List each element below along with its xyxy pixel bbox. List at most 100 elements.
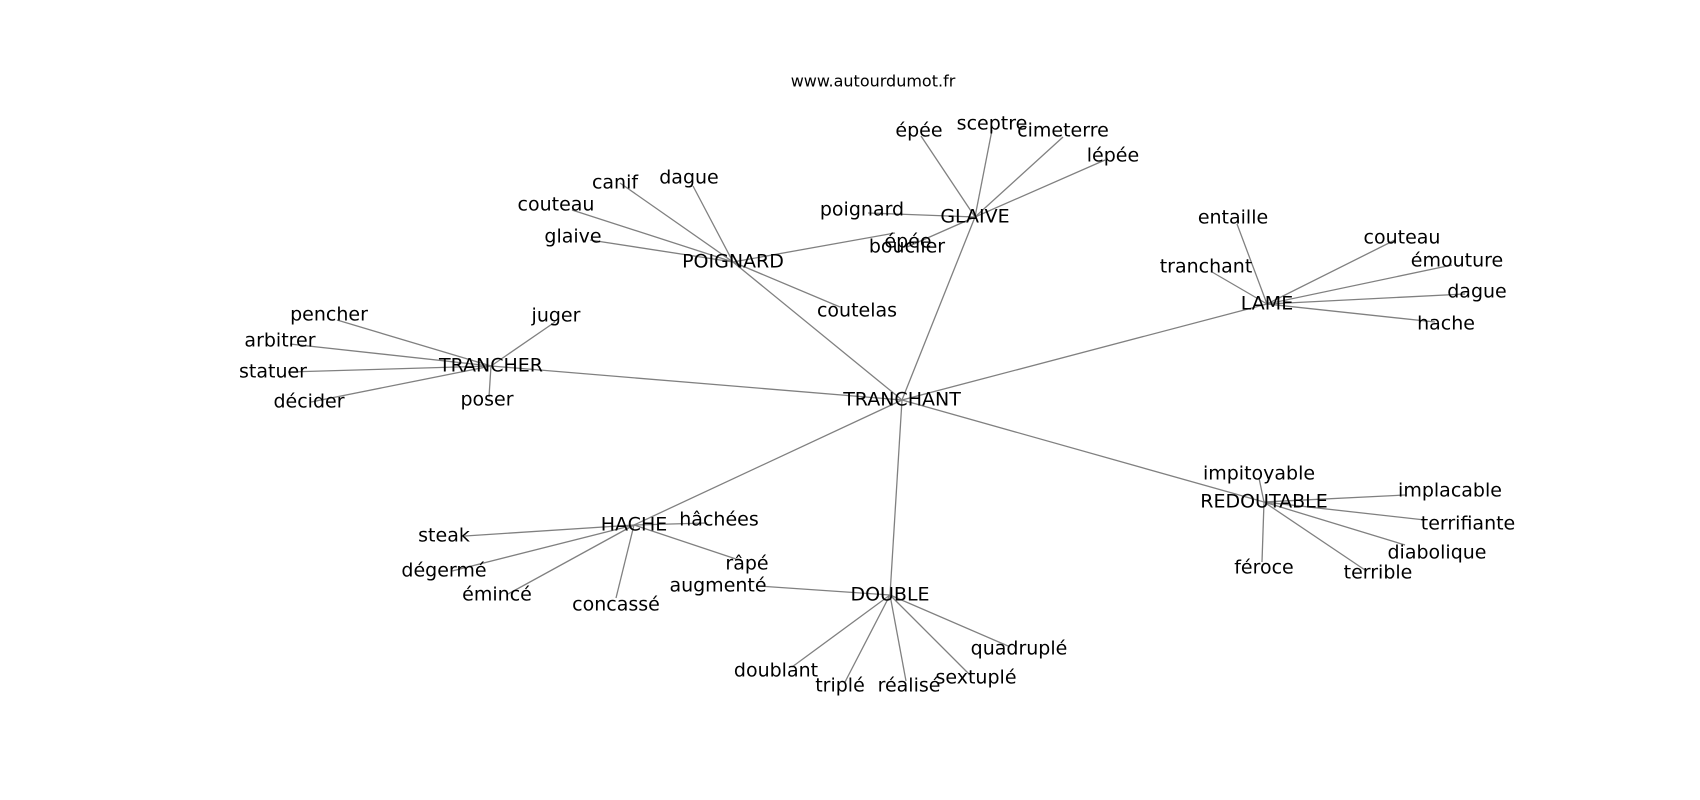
edge-redoutable_c-r_feroce xyxy=(1261,501,1265,563)
node-h_rape[interactable]: râpé xyxy=(725,553,768,575)
node-l_hache[interactable]: hache xyxy=(1417,313,1475,335)
node-trancher_c[interactable]: TRANCHER xyxy=(438,355,543,377)
node-d_quadruple[interactable]: quadruplé xyxy=(971,638,1068,660)
node-g_lepee[interactable]: lépée xyxy=(1087,145,1139,167)
edge-lame_c-l_tranchant xyxy=(1211,271,1268,305)
node-g_sceptre[interactable]: sceptre xyxy=(957,113,1028,135)
edge-hache_c-h_hachees xyxy=(633,522,708,526)
node-poignard_c[interactable]: POIGNARD xyxy=(682,251,784,273)
node-p_dague[interactable]: dague xyxy=(659,167,719,189)
node-glaive_c[interactable]: GLAIVE xyxy=(940,206,1009,228)
node-l_entaille[interactable]: entaille xyxy=(1198,207,1268,229)
graph-edges xyxy=(287,129,1466,683)
edge-tranchant_c-double_c xyxy=(889,399,903,596)
node-h_concasse[interactable]: concassé xyxy=(572,594,660,616)
node-hache_c[interactable]: HACHE xyxy=(601,514,668,536)
edge-glaive_c-g_lepee xyxy=(974,159,1106,218)
edge-tranchant_c-lame_c xyxy=(901,303,1268,401)
edge-tranchant_c-trancher_c xyxy=(490,365,903,401)
edge-tranchant_c-redoutable_c xyxy=(901,399,1265,503)
node-double_c[interactable]: DOUBLE xyxy=(850,584,929,606)
node-t_juger[interactable]: juger xyxy=(531,305,581,327)
edge-double_c-d_realise xyxy=(889,594,907,682)
node-g_cimeterre[interactable]: cimeterre xyxy=(1017,120,1109,142)
edge-redoutable_c-r_implacable xyxy=(1263,494,1406,503)
node-l_tranchant[interactable]: tranchant xyxy=(1160,256,1253,278)
node-p_canif[interactable]: canif xyxy=(592,172,639,194)
site-watermark: www.autourdumot.fr xyxy=(791,72,956,91)
node-r_diabolique[interactable]: diabolique xyxy=(1387,542,1486,564)
edge-trancher_c-t_statuer xyxy=(287,365,492,373)
edge-trancher_c-t_poser xyxy=(488,365,492,398)
node-t_decider[interactable]: décider xyxy=(273,391,344,413)
node-g_epee[interactable]: épée xyxy=(895,120,942,142)
node-l_dague[interactable]: dague xyxy=(1447,281,1507,303)
edge-double_c-d_triple xyxy=(844,594,891,683)
edge-poignard_c-p_canif xyxy=(619,182,734,263)
node-l_emouture[interactable]: émouture xyxy=(1411,250,1503,272)
edge-trancher_c-t_juger xyxy=(490,321,556,367)
node-d_augmente[interactable]: augmenté xyxy=(669,575,766,597)
node-h_degerme[interactable]: dégermé xyxy=(401,560,486,582)
edge-double_c-d_quadruple xyxy=(889,594,1009,647)
edge-double_c-d_sextuple xyxy=(889,594,971,676)
edge-trancher_c-t_pencher xyxy=(336,319,492,367)
node-lame_c[interactable]: LAME xyxy=(1241,293,1293,315)
node-d_realise[interactable]: réalisé xyxy=(878,675,941,697)
edge-lame_c-l_couteau xyxy=(1266,239,1396,305)
edge-trancher_c-t_arbitrer xyxy=(289,343,492,367)
node-tranchant_c[interactable]: TRANCHANT xyxy=(842,389,961,411)
node-d_doublant[interactable]: doublant xyxy=(734,660,818,682)
node-r_feroce[interactable]: féroce xyxy=(1234,557,1294,579)
edge-glaive_c-g_bouclier xyxy=(906,216,976,248)
edge-hache_c-h_emince xyxy=(507,524,635,595)
edge-glaive_c-g_cimeterre xyxy=(974,136,1064,218)
edge-hache_c-h_steak xyxy=(464,524,635,537)
edge-poignard_c-p_glaive xyxy=(589,239,734,263)
node-g_poignard[interactable]: poignard xyxy=(820,199,904,221)
edge-lame_c-l_emouture xyxy=(1266,264,1453,305)
node-g_epee2[interactable]: épée xyxy=(884,231,931,253)
edge-glaive_c-g_sceptre xyxy=(974,129,993,218)
edge-tranchant_c-glaive_c xyxy=(901,216,976,401)
node-redoutable_c[interactable]: REDOUTABLE xyxy=(1200,491,1327,513)
node-p_couteau[interactable]: couteau xyxy=(518,194,595,216)
edge-redoutable_c-r_impitoyable xyxy=(1258,477,1265,503)
node-g_bouclier[interactable]: bouclier xyxy=(869,236,945,258)
edge-hache_c-h_degerme xyxy=(451,524,635,572)
edge-double_c-d_doublant xyxy=(791,594,891,668)
node-p_coutelas[interactable]: coutelas xyxy=(817,300,897,322)
edge-lame_c-l_hache xyxy=(1266,303,1436,323)
edge-glaive_c-g_epee xyxy=(920,135,976,218)
edge-hache_c-h_concasse xyxy=(615,524,635,599)
edge-lame_c-l_dague xyxy=(1266,293,1466,305)
node-d_sextuple[interactable]: sextuplé xyxy=(935,667,1016,689)
edge-trancher_c-t_decider xyxy=(310,365,492,403)
edge-redoutable_c-r_terrifiante xyxy=(1263,501,1426,521)
node-h_emince[interactable]: émincé xyxy=(462,584,532,606)
node-r_terrifiante[interactable]: terrifiante xyxy=(1421,513,1516,535)
edge-tranchant_c-hache_c xyxy=(633,399,903,526)
edge-poignard_c-p_coutelas xyxy=(732,261,841,308)
node-h_hachees[interactable]: hâchées xyxy=(679,509,758,531)
graph-labels: TRANCHANT GLAIVE POIGNARD LAME TRANCHER HACHE… xyxy=(239,113,1515,697)
node-h_steak[interactable]: steak xyxy=(418,525,470,547)
node-t_poser[interactable]: poser xyxy=(460,389,513,411)
edge-lame_c-l_entaille xyxy=(1236,223,1268,305)
edge-redoutable_c-r_terrible xyxy=(1263,501,1366,571)
node-t_arbitrer[interactable]: arbitrer xyxy=(244,330,315,352)
node-r_impitoyable[interactable]: impitoyable xyxy=(1203,463,1315,485)
edge-hache_c-h_rape xyxy=(633,524,743,562)
edge-poignard_c-g_epee2 xyxy=(732,232,896,263)
node-r_terrible[interactable]: terrible xyxy=(1344,562,1413,584)
edge-redoutable_c-r_diabolique xyxy=(1263,501,1406,546)
edge-double_c-d_augmente xyxy=(757,585,891,596)
edge-tranchant_c-poignard_c xyxy=(732,261,903,401)
node-t_statuer[interactable]: statuer xyxy=(239,361,307,383)
node-p_glaive[interactable]: glaive xyxy=(544,226,601,248)
node-r_implacable[interactable]: implacable xyxy=(1398,480,1502,502)
node-t_pencher[interactable]: pencher xyxy=(290,304,368,326)
node-l_couteau[interactable]: couteau xyxy=(1364,227,1441,249)
node-d_triple[interactable]: triplé xyxy=(815,675,865,697)
